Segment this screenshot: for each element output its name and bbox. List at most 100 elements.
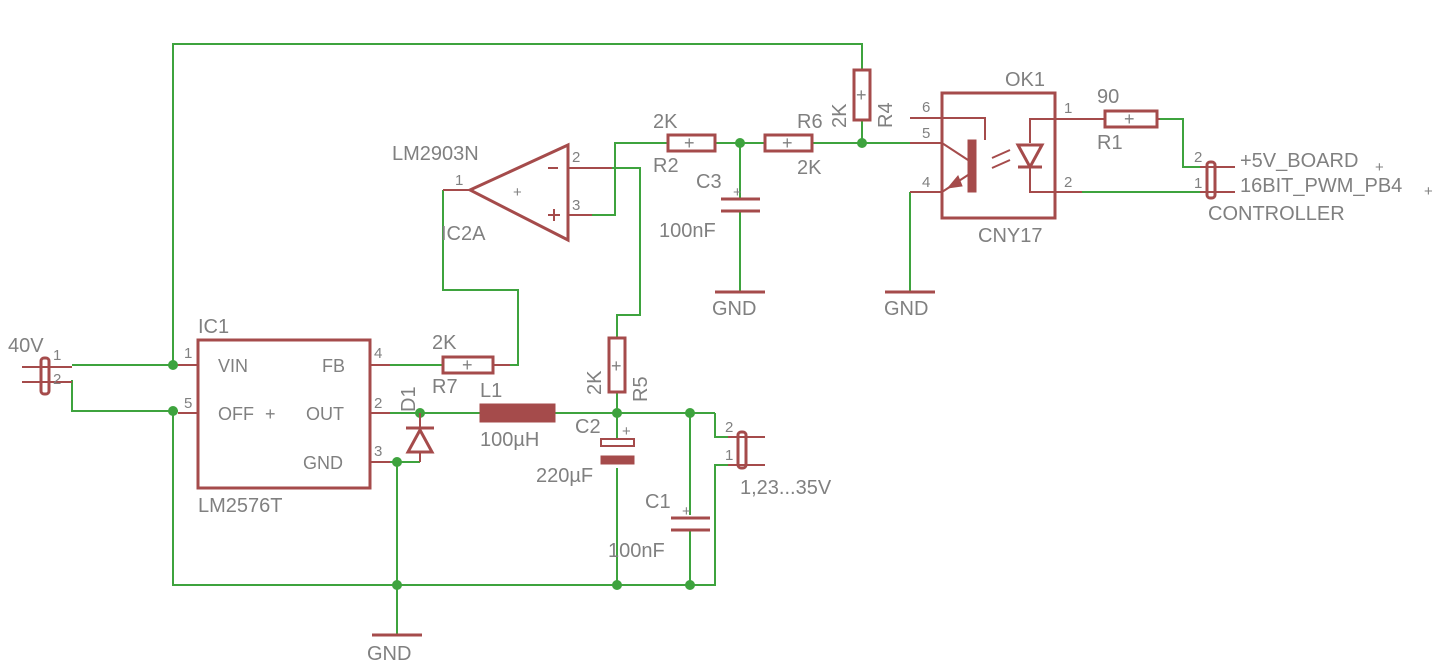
r7-name: R7: [432, 376, 458, 398]
r6-name: R6: [797, 111, 823, 133]
ic2-value: LM2903N: [392, 143, 479, 165]
r1-name: R1: [1097, 132, 1123, 154]
c3-name: C3: [696, 171, 722, 193]
ic1-regulator: IC1 LM2576T VIN OFF + FB OUT GND 1 5 4 2…: [178, 316, 390, 517]
ic1-pin-off: OFF: [218, 404, 254, 424]
ic2-name: IC2A: [441, 223, 486, 245]
input-connector: 40V 1 2: [8, 335, 72, 396]
pin-number: 5: [184, 395, 192, 412]
junction-dot: [735, 138, 745, 148]
r6-value: 2K: [797, 157, 822, 179]
plus-mark: +: [611, 356, 622, 376]
ground-symbol-c3: GND: [712, 290, 765, 320]
ic1-pin-gnd: GND: [303, 453, 343, 473]
junction-dot: [168, 406, 178, 416]
r2-name: R2: [653, 155, 679, 177]
plus-mark: +: [1375, 159, 1384, 176]
junction-dot: [612, 408, 622, 418]
r5-value: 2K: [584, 370, 606, 395]
junction-dot: [857, 138, 867, 148]
pin-number: 1: [53, 347, 61, 364]
l1-value: 100µH: [480, 429, 539, 451]
pin-number: 2: [725, 419, 733, 436]
junction-dot: [392, 457, 402, 467]
plus-mark: +: [462, 355, 473, 375]
pin-number: 3: [374, 443, 382, 460]
gnd-label: GND: [884, 298, 928, 320]
capacitor-c3: + C3 100nF: [659, 171, 760, 242]
ground-symbol-ok1: GND: [884, 290, 935, 320]
pin-number: 5: [922, 125, 930, 142]
pin-number: 2: [572, 149, 580, 166]
c1-value: 100nF: [608, 540, 665, 562]
input-connector-label: 40V: [8, 335, 44, 357]
c1-name: C1: [645, 491, 671, 513]
junction-dot: [612, 580, 622, 590]
plus-mark: +: [856, 85, 867, 105]
c3-value: 100nF: [659, 220, 716, 242]
pin-number: 4: [922, 174, 930, 191]
plus-mark: +: [733, 184, 742, 201]
output-connector-label: 1,23...35V: [740, 477, 832, 499]
pin-number: 1: [455, 172, 463, 189]
plus-mark: +: [513, 184, 522, 201]
gnd-label: GND: [712, 298, 756, 320]
ic2a-comparator: + 1 2 3 LM2903N IC2A: [392, 142, 612, 245]
plus-mark: +: [1124, 109, 1135, 129]
resistor-r6: + R6 2K: [763, 111, 823, 179]
ic1-pin-out: OUT: [306, 404, 344, 424]
capacitor-c2: + C2 220µF: [536, 416, 635, 487]
r1-value: 90: [1097, 86, 1119, 108]
d1-name: D1: [398, 386, 420, 412]
r4-value: 2K: [829, 103, 851, 128]
junction-dot: [168, 360, 178, 370]
pin-number: 1: [1194, 175, 1202, 192]
diode-d1: D1: [398, 386, 435, 462]
resistor-r2: + 2K R2: [653, 111, 717, 177]
pin-number: 1: [184, 345, 192, 362]
pin-number: 2: [1194, 149, 1202, 166]
controller-net-5v: +5V_BOARD: [1240, 150, 1358, 172]
c2-value: 220µF: [536, 465, 593, 487]
resistor-r7: + 2K R7: [432, 332, 510, 398]
plus-mark: +: [684, 133, 695, 153]
wires: [71, 43, 1210, 635]
junction-dot: [392, 580, 402, 590]
ground-symbol-bottom: GND: [367, 633, 422, 665]
plus-mark: +: [782, 133, 793, 153]
pin-number: 1: [725, 447, 733, 464]
l1-name: L1: [480, 380, 502, 402]
ic1-pin-fb: FB: [322, 356, 345, 376]
r2-value: 2K: [653, 111, 678, 133]
plus-mark: +: [1424, 183, 1433, 200]
plus-mark: +: [622, 423, 631, 440]
ic1-pin-vin: VIN: [218, 356, 248, 376]
c2-name: C2: [575, 416, 601, 438]
r4-name: R4: [875, 102, 897, 128]
ok1-value: CNY17: [978, 225, 1042, 247]
controller-name: CONTROLLER: [1208, 203, 1345, 225]
junction-dot: [685, 408, 695, 418]
ok1-optocoupler: 6 5 4 1 2 OK1 CNY17: [910, 69, 1082, 247]
pin-number: 1: [1064, 100, 1072, 117]
pin-number: 2: [1064, 174, 1072, 191]
resistor-r4: + 2K R4: [829, 68, 897, 128]
ic1-name: IC1: [198, 316, 229, 338]
r7-value: 2K: [432, 332, 457, 354]
gnd-label: GND: [367, 643, 411, 665]
junction-dot: [685, 580, 695, 590]
resistor-r1: + 90 R1: [1082, 86, 1160, 154]
pin-number: 2: [53, 371, 61, 388]
output-connector: 2 1 1,23...35V: [725, 419, 832, 499]
plus-mark: +: [682, 503, 691, 520]
controller-connector: 2 1 +5V_BOARD + 16BIT_PWM_PB4 + CONTROLL…: [1194, 149, 1433, 225]
pin-number: 4: [374, 345, 382, 362]
inductor-l1: L1 100µH: [479, 380, 556, 451]
pin-number: 3: [572, 197, 580, 214]
pin-number: 6: [922, 99, 930, 116]
junctions: [168, 138, 867, 590]
resistor-r5: + 2K R5: [584, 336, 652, 402]
ic1-value: LM2576T: [198, 495, 283, 517]
controller-net-pwm: 16BIT_PWM_PB4: [1240, 175, 1402, 197]
